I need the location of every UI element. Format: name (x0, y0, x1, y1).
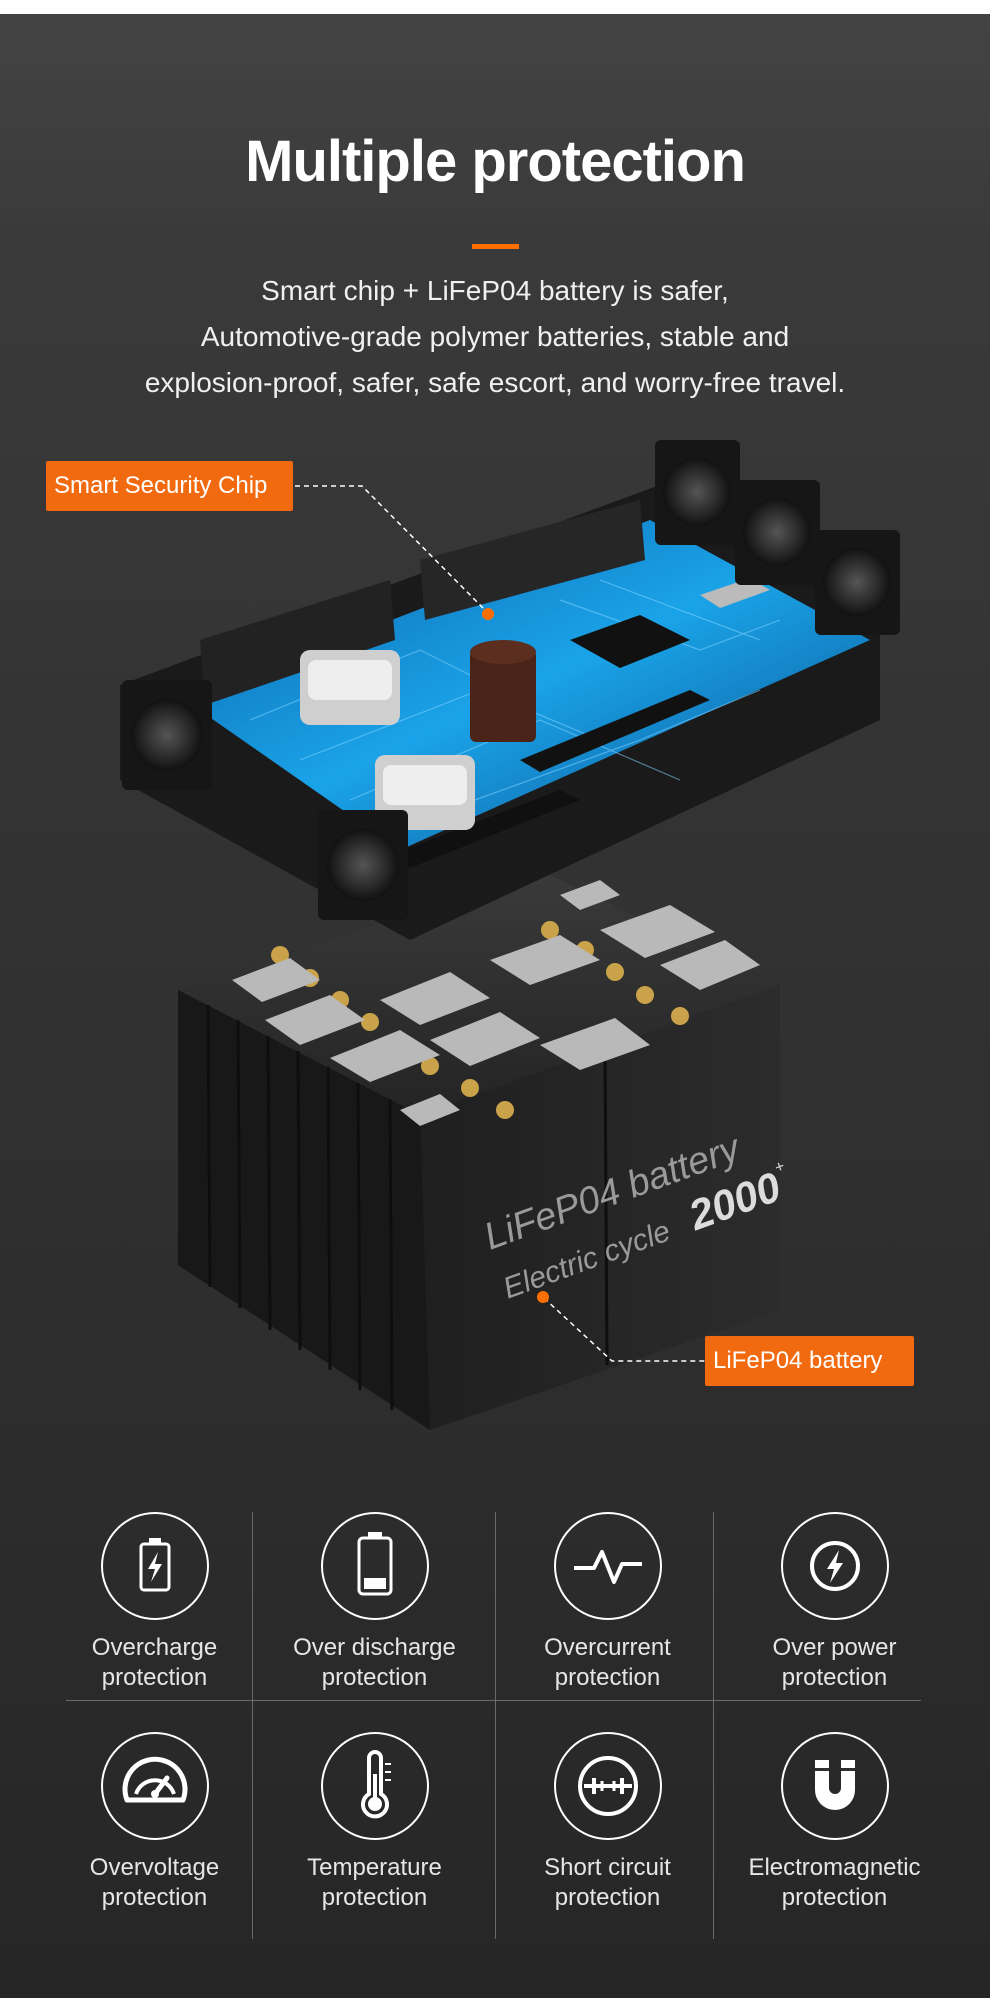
short-circuit-icon (553, 1732, 662, 1840)
thermometer-icon (320, 1732, 429, 1840)
current-wave-icon (553, 1512, 662, 1620)
chip-leader-line (277, 485, 494, 620)
battery-print-line2: Electric cycle (499, 1215, 675, 1306)
feature-over-power: Over power protection (722, 1500, 947, 1720)
feature-label: Overcurrent (544, 1634, 671, 1661)
circuit-board (120, 440, 900, 940)
battery-print-line1: LiFeP04 battery (479, 1127, 747, 1259)
grid-divider (713, 1512, 714, 1939)
magnet-icon (780, 1732, 889, 1840)
feature-overvoltage: Overvoltage protection (42, 1720, 267, 1940)
title-accent-bar (472, 244, 519, 249)
lifepo4-battery-callout: LiFeP04 battery (705, 1336, 914, 1386)
feature-overcharge: Overcharge protection (42, 1500, 267, 1720)
feature-label: Electromagnetic (748, 1854, 921, 1881)
feature-over-discharge: Over discharge protection (262, 1500, 487, 1720)
cooling-fan (122, 440, 900, 920)
top-white-strip (0, 0, 990, 14)
protection-features-grid: Overcharge protection Over discharge prote… (46, 1500, 946, 1940)
feature-label: protection (101, 1664, 208, 1691)
battery-leader-line (537, 1291, 705, 1362)
description-line: explosion-proof, safer, safe escort, and… (144, 367, 846, 398)
battery-print-cycles-suffix: + (773, 1158, 788, 1177)
feature-label: protection (554, 1884, 661, 1911)
page-title: Multiple protection (245, 129, 746, 194)
description-line: Smart chip + LiFeP04 battery is safer, (261, 275, 729, 306)
feature-label: Overcharge (91, 1634, 218, 1661)
feature-short-circuit: Short circuit protection (495, 1720, 720, 1940)
feature-label: Over power (772, 1634, 897, 1661)
feature-label: Temperature (307, 1854, 442, 1881)
feature-label: Over discharge (293, 1634, 456, 1661)
feature-label: protection (321, 1664, 428, 1691)
gauge-icon (100, 1732, 209, 1840)
smart-security-chip-callout: Smart Security Chip (46, 461, 293, 511)
battery-charging-icon (100, 1512, 209, 1620)
grid-divider (495, 1512, 496, 1939)
grid-divider (252, 1512, 253, 1939)
feature-label: protection (781, 1884, 888, 1911)
feature-label: Overvoltage (89, 1854, 220, 1881)
inductor (300, 650, 475, 830)
feature-temperature: Temperature protection (262, 1720, 487, 1940)
grid-divider (66, 1700, 921, 1701)
lightning-icon (780, 1512, 889, 1620)
battery-low-icon (320, 1512, 429, 1620)
description: Smart chip + LiFeP04 battery is safer, A… (0, 268, 990, 406)
feature-label: protection (781, 1664, 888, 1691)
feature-electromagnetic: Electromagnetic protection (722, 1720, 947, 1940)
feature-label: Short circuit (544, 1854, 671, 1881)
feature-label: protection (101, 1884, 208, 1911)
battery-print-cycles: 2000 (682, 1163, 787, 1239)
description-line: Automotive-grade polymer batteries, stab… (200, 321, 790, 352)
feature-label: protection (321, 1884, 428, 1911)
feature-overcurrent: Overcurrent protection (495, 1500, 720, 1720)
feature-label: protection (554, 1664, 661, 1691)
